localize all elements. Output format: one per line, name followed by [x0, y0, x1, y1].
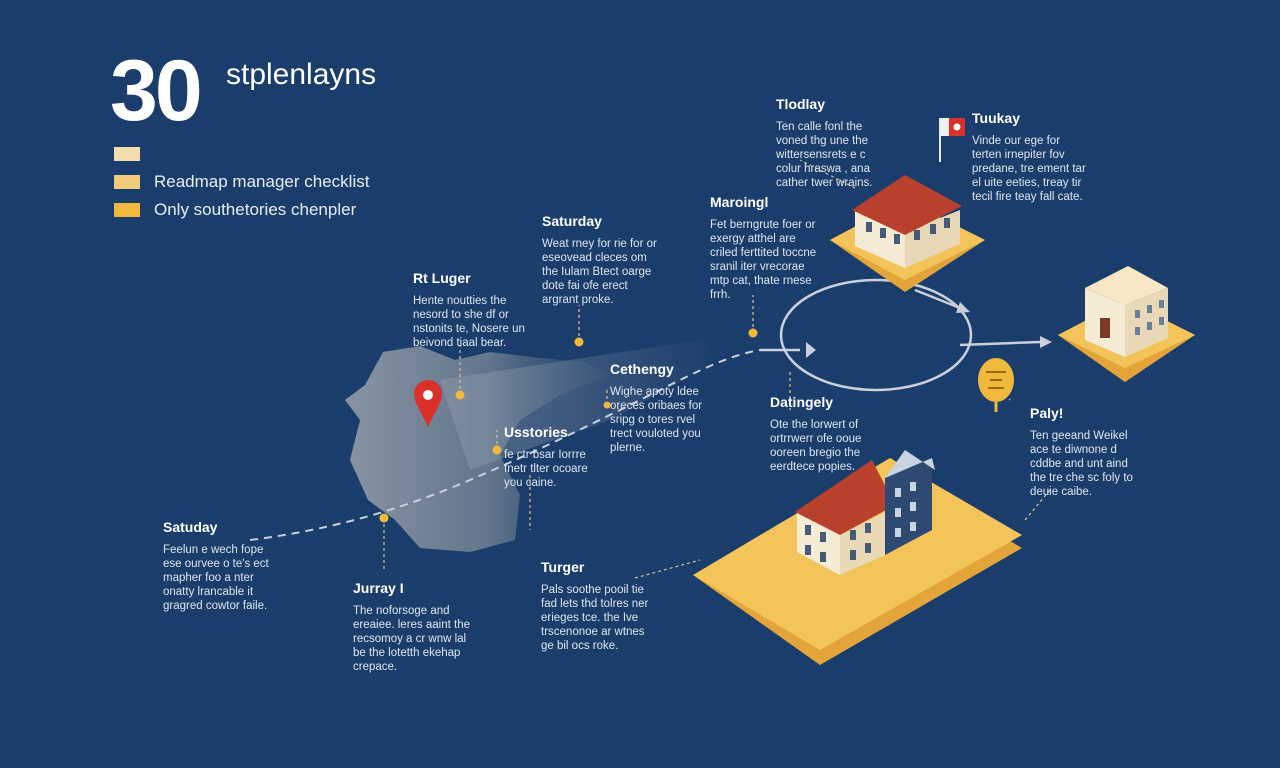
note-body: Ten calle fonl the voned thg une the wit…	[776, 121, 873, 189]
legend-label: Only southetories chenpler	[154, 200, 357, 219]
note-paly: Paly! Ten geeand Weikel ace te diwnone d…	[1030, 405, 1145, 499]
note-saturday-top: Saturday Weat rney for rie for or eseove…	[542, 213, 662, 307]
leader-dots	[379, 328, 758, 523]
legend: Readmap manager checklist Only southetor…	[114, 140, 369, 224]
note-turger: Turger Pals soothe pooil tie fad lets th…	[541, 559, 651, 653]
note-body: Feelun e wech fope ese ourvee o te's ect…	[163, 544, 269, 612]
legend-item: Readmap manager checklist	[114, 168, 369, 196]
note-body: The noforsoge and ereaiee. leres aaint t…	[353, 605, 470, 673]
legend-swatch	[114, 175, 140, 189]
note-jurray: Jurray I The noforsoge and ereaiee. lere…	[353, 580, 473, 674]
note-title: Tuukay	[972, 110, 1020, 126]
note-body: Ote the lorwert of ortrrwerr ofe ooue oo…	[770, 419, 862, 473]
country-map	[345, 340, 720, 552]
map-pin-icon	[414, 380, 442, 427]
hero-title: stplenlayns	[226, 58, 377, 91]
note-title: Tlodlay	[776, 96, 826, 112]
note-title: Usstories	[504, 424, 568, 440]
note-body: fe ctr bsar Iorrre fnetr tlter ocoare yo…	[504, 449, 588, 489]
note-datingely: Datingely Ote the lorwert of ortrrwerr o…	[770, 394, 880, 474]
hero-number: 30	[110, 43, 203, 139]
note-body: Pals soothe pooil tie fad lets thd tolre…	[541, 584, 649, 652]
note-body: Ten geeand Weikel ace te diwnone d cddbe…	[1030, 430, 1133, 498]
note-title: Turger	[541, 559, 585, 575]
flag-icon	[939, 118, 965, 162]
legend-item: Only southetories chenpler	[114, 196, 369, 224]
note-tuukay: Tuukay Vinde our ege for terten irnepite…	[972, 110, 1087, 204]
note-title: Saturday	[542, 213, 602, 229]
note-tlodlay: Tlodlay Ten calle fonl the voned thg une…	[776, 96, 886, 190]
note-body: Hente noutties the nesord to she df or n…	[413, 295, 525, 349]
building-upper	[830, 175, 985, 292]
leader-lines	[383, 159, 1051, 579]
note-body: Fet berngrute foer or exergy atthel are …	[710, 219, 817, 301]
building-right	[1058, 266, 1195, 382]
note-title: Cethengy	[610, 361, 674, 377]
note-title: Datingely	[770, 394, 834, 410]
building-lower	[693, 450, 1022, 665]
note-body: Vinde our ege for terten irnepiter fov p…	[972, 135, 1086, 203]
legend-label: Readmap manager checklist	[154, 172, 370, 191]
note-title: Maroingl	[710, 194, 769, 210]
note-saturday-left: Satuday Feelun e wech fope ese ourvee o …	[163, 519, 283, 613]
note-maroingl: Maroingl Fet berngrute foer or exergy at…	[710, 194, 820, 302]
note-cethengy: Cethengy Wighe apoty ldee oreces oribaes…	[610, 361, 720, 455]
legend-item	[114, 140, 369, 168]
legend-swatch	[114, 203, 140, 217]
note-body: Weat rney for rie for or eseovead cleces…	[542, 238, 657, 306]
note-title: Satuday	[163, 519, 218, 535]
note-usstories: Usstories fe ctr bsar Iorrre fnetr tlter…	[504, 424, 609, 490]
route-arrowheads	[806, 302, 1052, 358]
note-title: Paly!	[1030, 405, 1064, 421]
gold-badge-icon	[978, 358, 1014, 412]
legend-swatch	[114, 147, 140, 161]
note-title: Rt Luger	[413, 270, 471, 286]
note-body: Wighe apoty ldee oreces oribaes for srip…	[610, 386, 703, 454]
note-rt-luger: Rt Luger Hente noutties the nesord to sh…	[413, 270, 533, 350]
note-title: Jurray I	[353, 580, 404, 596]
